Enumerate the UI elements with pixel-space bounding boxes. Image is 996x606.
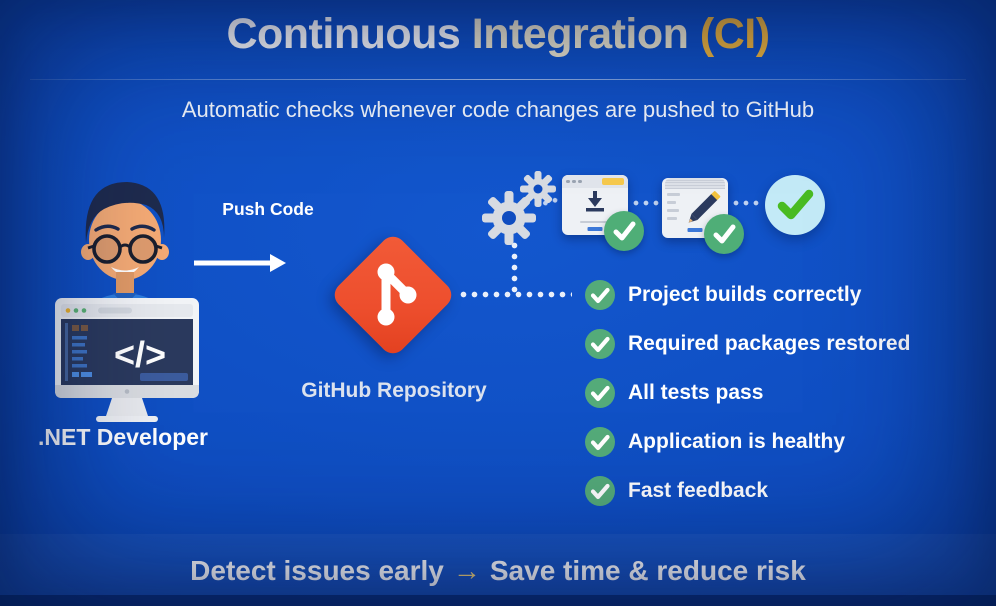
dotted-connector-card1-card2 bbox=[633, 200, 661, 206]
dotted-connector-main bbox=[460, 291, 572, 298]
bottom-edge-strip bbox=[0, 595, 996, 606]
checklist-item: Application is healthy bbox=[585, 427, 910, 457]
checklist-item-label: Application is healthy bbox=[628, 430, 846, 453]
card-document-header bbox=[665, 178, 725, 189]
footer-band bbox=[0, 534, 996, 595]
title-part-ci: (CI) bbox=[688, 10, 770, 58]
checklist-item-label: Required packages restored bbox=[628, 332, 911, 355]
gear-icon-large bbox=[482, 191, 536, 245]
glasses-icon bbox=[87, 234, 163, 264]
check-icon bbox=[585, 280, 615, 310]
checklist-item: Required packages restored bbox=[585, 329, 910, 359]
checklist-item-label: All tests pass bbox=[628, 381, 764, 404]
pencil-icon bbox=[688, 191, 721, 223]
card-browser-header bbox=[562, 175, 628, 188]
check-icon bbox=[604, 211, 644, 251]
success-check-icon bbox=[765, 175, 825, 235]
gear-icon-small bbox=[520, 171, 556, 207]
code-glyph: </> bbox=[114, 334, 166, 375]
build-step-card bbox=[562, 175, 644, 251]
developer-illustration: </> bbox=[55, 182, 199, 422]
title-part-integration: Integration bbox=[471, 10, 689, 58]
checklist-item-label: Project builds correctly bbox=[628, 283, 862, 306]
page-title: Continuous Integration (CI) bbox=[0, 10, 996, 59]
push-code-label: Push Code bbox=[222, 199, 314, 219]
footer-left-text: Detect issues early bbox=[190, 555, 444, 586]
subtitle: Automatic checks whenever code changes a… bbox=[181, 97, 815, 122]
download-icon bbox=[586, 191, 604, 212]
repository-label: GitHub Repository bbox=[301, 379, 487, 402]
check-icon bbox=[585, 427, 615, 457]
footer-right-text: Save time & reduce risk bbox=[489, 555, 806, 586]
checklist-item: Fast feedback bbox=[585, 476, 910, 506]
document-lines bbox=[667, 193, 680, 220]
push-arrow-icon bbox=[194, 254, 286, 272]
check-icon bbox=[585, 378, 615, 408]
checklist-item-label: Fast feedback bbox=[628, 479, 769, 502]
ci-checklist: Project builds correctly Required packag… bbox=[585, 280, 910, 506]
check-icon bbox=[704, 214, 744, 254]
footer-message: Detect issues early → Save time & reduce r… bbox=[0, 555, 996, 587]
check-icon bbox=[585, 476, 615, 506]
developer-label: .NET Developer bbox=[38, 424, 208, 450]
developer-monitor: </> bbox=[55, 298, 199, 422]
footer-arrow-icon: → bbox=[452, 555, 481, 586]
dotted-connector-card2-success bbox=[733, 200, 763, 206]
git-branch-icon bbox=[377, 263, 417, 326]
gears-illustration bbox=[482, 171, 556, 245]
title-divider bbox=[30, 79, 966, 80]
check-icon bbox=[585, 329, 615, 359]
title-part-continuous: Continuous bbox=[226, 10, 472, 58]
test-step-card bbox=[662, 178, 744, 254]
checklist-item: Project builds correctly bbox=[585, 280, 910, 310]
dotted-connector-vertical bbox=[511, 242, 518, 294]
checklist-item: All tests pass bbox=[585, 378, 910, 408]
